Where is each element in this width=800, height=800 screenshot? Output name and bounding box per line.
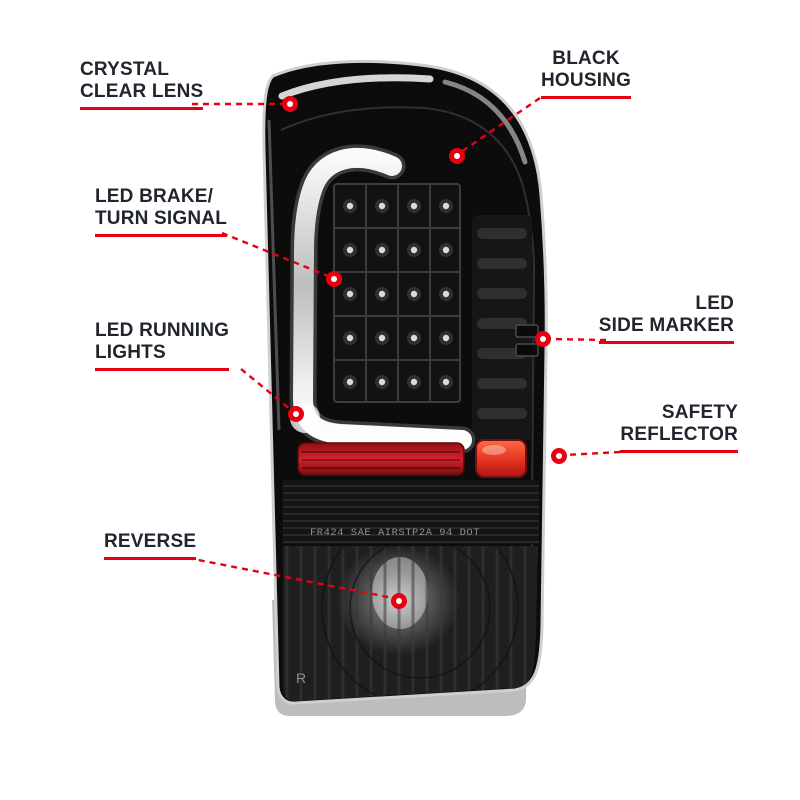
lens-certification-text: FR424 SAE AIRSTP2A 94 DOT [310, 527, 480, 539]
ribbed-lens-band: FR424 SAE AIRSTP2A 94 DOT [283, 480, 539, 544]
dot-reverse [391, 593, 407, 609]
dot-led-running [288, 406, 304, 422]
dot-side-marker [535, 331, 551, 347]
dot-safety-reflector [551, 448, 567, 464]
dot-crystal-clear-lens [282, 96, 298, 112]
dot-led-brake [326, 271, 342, 287]
reverse-lens: R [283, 546, 538, 702]
leader-side-marker [549, 337, 607, 342]
brake-reflector-strip [297, 442, 465, 476]
leader-black-housing [460, 97, 541, 153]
leader-reverse [187, 556, 394, 600]
led-side-marker [515, 324, 539, 357]
callout-label-safety-reflector: SAFETY REFLECTOR [620, 402, 738, 453]
callout-label-led-side-marker: LED SIDE MARKER [598, 293, 734, 344]
safety-reflector [475, 439, 527, 478]
callout-dots [282, 96, 567, 609]
led-brake-grid [333, 183, 461, 403]
callout-leaders [187, 97, 621, 600]
leader-safety-reflector [564, 450, 621, 457]
leader-led-brake [221, 231, 329, 278]
housing-vent-slats [472, 215, 532, 440]
callout-label-led-running-lights: LED RUNNING LIGHTS [95, 320, 230, 371]
callout-label-crystal-clear-lens: CRYSTAL CLEAR LENS [80, 59, 204, 110]
callout-label-led-brake-turn-signal: LED BRAKE/ TURN SIGNAL [95, 186, 228, 237]
dot-black-housing [449, 148, 465, 164]
callout-label-reverse: REVERSE [104, 531, 197, 560]
reverse-r-marking: R [296, 670, 306, 686]
callout-label-black-housing: BLACK HOUSING [541, 48, 632, 99]
